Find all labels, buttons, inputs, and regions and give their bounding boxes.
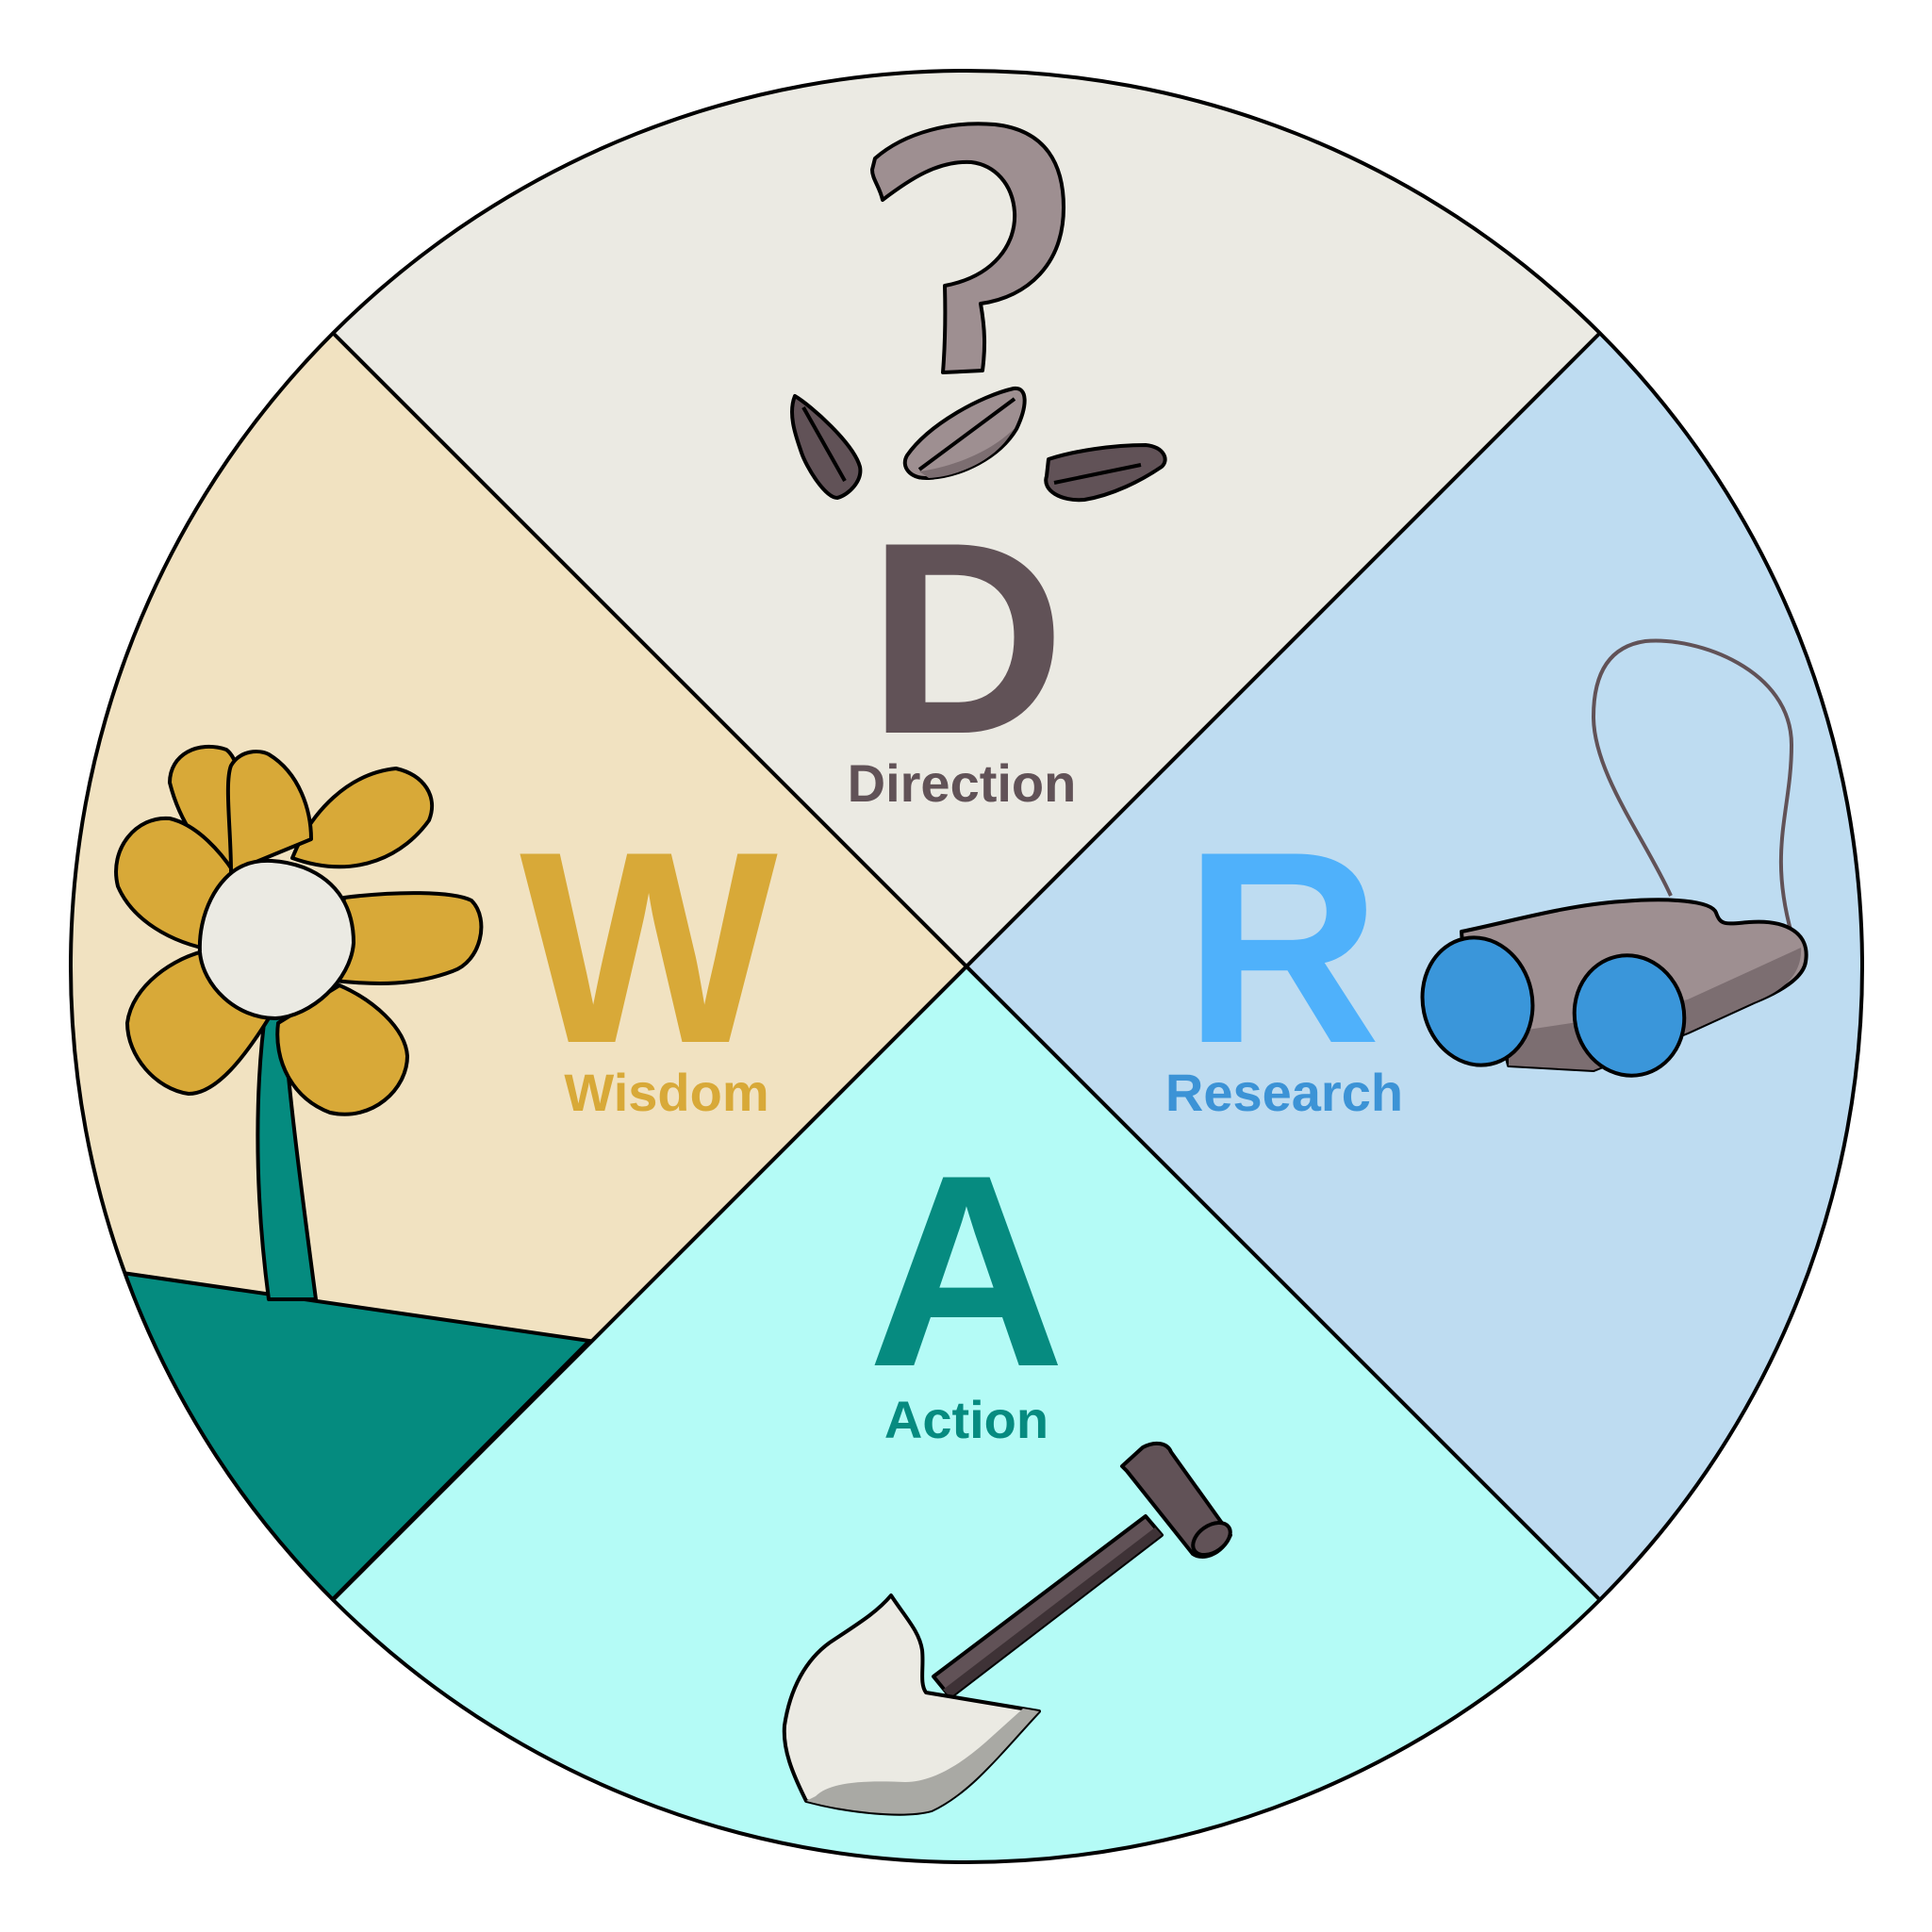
research-label: Research <box>1165 1063 1403 1122</box>
flower-icon <box>114 744 484 1301</box>
research-letter: R <box>1183 795 1380 1100</box>
seed-icon <box>790 394 863 500</box>
seed-icon <box>1044 443 1167 503</box>
direction-label: Direction <box>848 753 1077 813</box>
question-mark-icon <box>870 122 1065 374</box>
action-quadrant <box>71 966 1862 1862</box>
action-label: Action <box>884 1390 1049 1449</box>
shovel-icon <box>782 1441 1232 1816</box>
outer-circle <box>69 69 1864 1864</box>
direction-letter: D <box>867 486 1065 791</box>
seed-icon <box>902 386 1027 481</box>
binoculars-icon <box>1420 638 1808 1078</box>
wisdom-label: Wisdom <box>564 1063 768 1122</box>
direction-quadrant <box>71 71 1862 966</box>
action-letter: A <box>867 1118 1065 1424</box>
wisdom-letter: W <box>520 795 780 1100</box>
dividers <box>331 331 1602 1602</box>
